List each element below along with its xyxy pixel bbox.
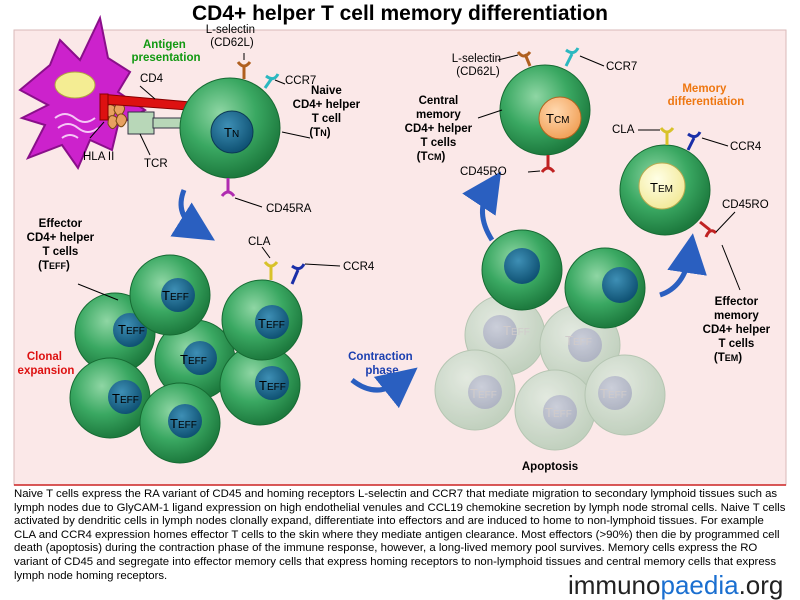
ccr4-receptor-tem bbox=[686, 131, 702, 151]
ccr4-label: CCR4 bbox=[343, 261, 375, 273]
ccr7-label: CCR7 bbox=[285, 75, 316, 87]
ccr7-receptor bbox=[263, 73, 280, 89]
cla-label: CLA bbox=[248, 236, 271, 248]
diagram-title: CD4+ helper T cell memory differentiatio… bbox=[191, 2, 609, 25]
hla-ii-label: HLA II bbox=[83, 151, 114, 163]
cd45ro-receptor-tcm bbox=[540, 155, 556, 173]
surviving-memory-cells bbox=[481, 229, 646, 329]
svg-text:TEM: TEM bbox=[650, 180, 673, 195]
hla-ii-molecule bbox=[89, 102, 127, 139]
svg-text:TEFF: TEFF bbox=[259, 378, 286, 393]
svg-text:immunopaedia.org: immunopaedia.org bbox=[568, 570, 783, 600]
effector-memory-label: Effector memory CD4+ helper T cells (TEM… bbox=[703, 296, 774, 364]
svg-text:TEFF: TEFF bbox=[565, 333, 592, 348]
cd45ra-label: CD45RA bbox=[266, 203, 312, 215]
svg-text:TEFF: TEFF bbox=[112, 391, 139, 406]
ccr7-receptor-tcm bbox=[564, 47, 580, 67]
l-selectin-label: L-selectin (CD62L) bbox=[206, 24, 258, 49]
svg-text:TEFF: TEFF bbox=[503, 323, 530, 338]
cd4-label: CD4 bbox=[140, 73, 164, 85]
apoptosis-label: Apoptosis bbox=[522, 461, 578, 473]
svg-text:TEFF: TEFF bbox=[258, 316, 285, 331]
l-selectin-tcm-label: L-selectin (CD62L) bbox=[452, 53, 504, 78]
naive-t-cell-label: Naive CD4+ helper T cell (TN) bbox=[293, 85, 364, 139]
cd4-molecule bbox=[99, 85, 191, 121]
central-memory-label: Central memory CD4+ helper T cells (TCM) bbox=[405, 95, 476, 163]
cla-receptor bbox=[263, 261, 279, 280]
svg-text:TEFF: TEFF bbox=[180, 352, 207, 367]
cd45ra-receptor bbox=[220, 178, 263, 208]
apoptotic-cell-cluster: TEFF TEFF TEFF TEFF TEFF bbox=[434, 294, 666, 451]
ccr4-receptor bbox=[290, 263, 306, 285]
cla-receptor-tem bbox=[659, 127, 675, 145]
svg-text:TEFF: TEFF bbox=[118, 322, 145, 337]
cla-tem-label: CLA bbox=[612, 124, 635, 136]
clonal-expansion-label: Clonal expansion bbox=[18, 351, 75, 377]
effector-memory-cell: TEM bbox=[619, 144, 711, 236]
svg-text:TEFF: TEFF bbox=[162, 288, 189, 303]
effector-memory-arrow bbox=[659, 233, 707, 298]
ccr4-tem-label: CCR4 bbox=[730, 141, 762, 153]
svg-text:TN: TN bbox=[224, 125, 239, 140]
svg-text:TCM: TCM bbox=[546, 111, 570, 126]
cd45ro-tcm-label: CD45RO bbox=[460, 166, 507, 178]
l-selectin-receptor-tcm bbox=[516, 51, 532, 67]
svg-text:TEFF: TEFF bbox=[170, 416, 197, 431]
cd45ro-receptor-tem bbox=[699, 220, 718, 238]
cd45ro-tem-label: CD45RO bbox=[722, 199, 769, 211]
central-memory-cell: TCM bbox=[499, 64, 591, 156]
effector-cell-cluster: TEFF TEFF TEFF TEFF TEFF TEFF TEFF bbox=[69, 254, 303, 464]
svg-text:TEFF: TEFF bbox=[600, 386, 627, 401]
svg-text:TEFF: TEFF bbox=[545, 405, 572, 420]
activation-arrow bbox=[170, 189, 215, 241]
antigen-presentation-label: Antigen presentation bbox=[131, 39, 200, 64]
l-selectin-receptor bbox=[236, 61, 252, 79]
contraction-arrow bbox=[350, 367, 418, 409]
watermark-logo: immunopaedia.org bbox=[568, 570, 783, 600]
tcr-label: TCR bbox=[144, 158, 168, 170]
svg-text:TEFF: TEFF bbox=[470, 386, 497, 401]
memory-differentiation-label: Memory differentiation bbox=[668, 83, 745, 108]
ccr7-tcm-label: CCR7 bbox=[606, 61, 637, 73]
central-memory-arrow bbox=[462, 171, 502, 242]
dendritic-cell bbox=[18, 14, 147, 171]
caption-text: Naive T cells express the RA variant of … bbox=[14, 488, 786, 582]
naive-t-cell: TN bbox=[179, 77, 281, 179]
effector-cells-label: Effector CD4+ helper T cells (TEFF) bbox=[27, 218, 98, 272]
diagram-canvas: TN Antigen presentation L-selectin (CD62… bbox=[13, 14, 787, 486]
